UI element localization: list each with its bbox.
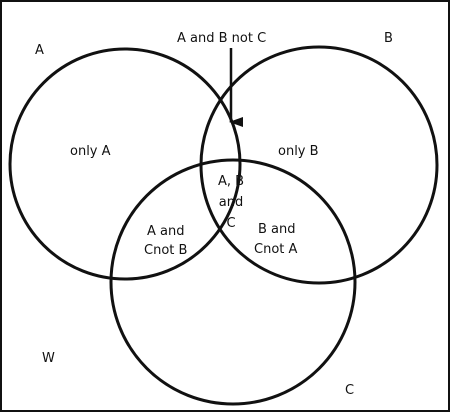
- set-a-label: A: [35, 43, 44, 58]
- region-a-and-c-not-b-label-line1: A and: [147, 224, 184, 239]
- set-a-circle: [8, 47, 242, 281]
- set-c-label: C: [345, 383, 354, 398]
- region-a-b-and-c-label-line1: A, B: [218, 174, 244, 189]
- region-a-b-and-c-label-line3: C: [226, 216, 235, 231]
- universe-label: W: [42, 351, 55, 366]
- region-only-b-label: only B: [278, 144, 319, 159]
- region-only-a-label: only A: [70, 144, 111, 159]
- region-a-and-b-not-c-label: A and B not C: [177, 31, 266, 46]
- region-b-and-c-not-a-label-line1: B and: [258, 222, 296, 237]
- region-b-and-c-not-a-label-line2: Cnot A: [254, 242, 297, 257]
- set-b-circle: [199, 45, 439, 285]
- region-a-b-and-c-label-line2: and: [219, 195, 243, 210]
- set-c-circle: [109, 158, 357, 406]
- region-a-and-c-not-b-label-line2: Cnot B: [144, 243, 187, 258]
- set-b-label: B: [384, 31, 393, 46]
